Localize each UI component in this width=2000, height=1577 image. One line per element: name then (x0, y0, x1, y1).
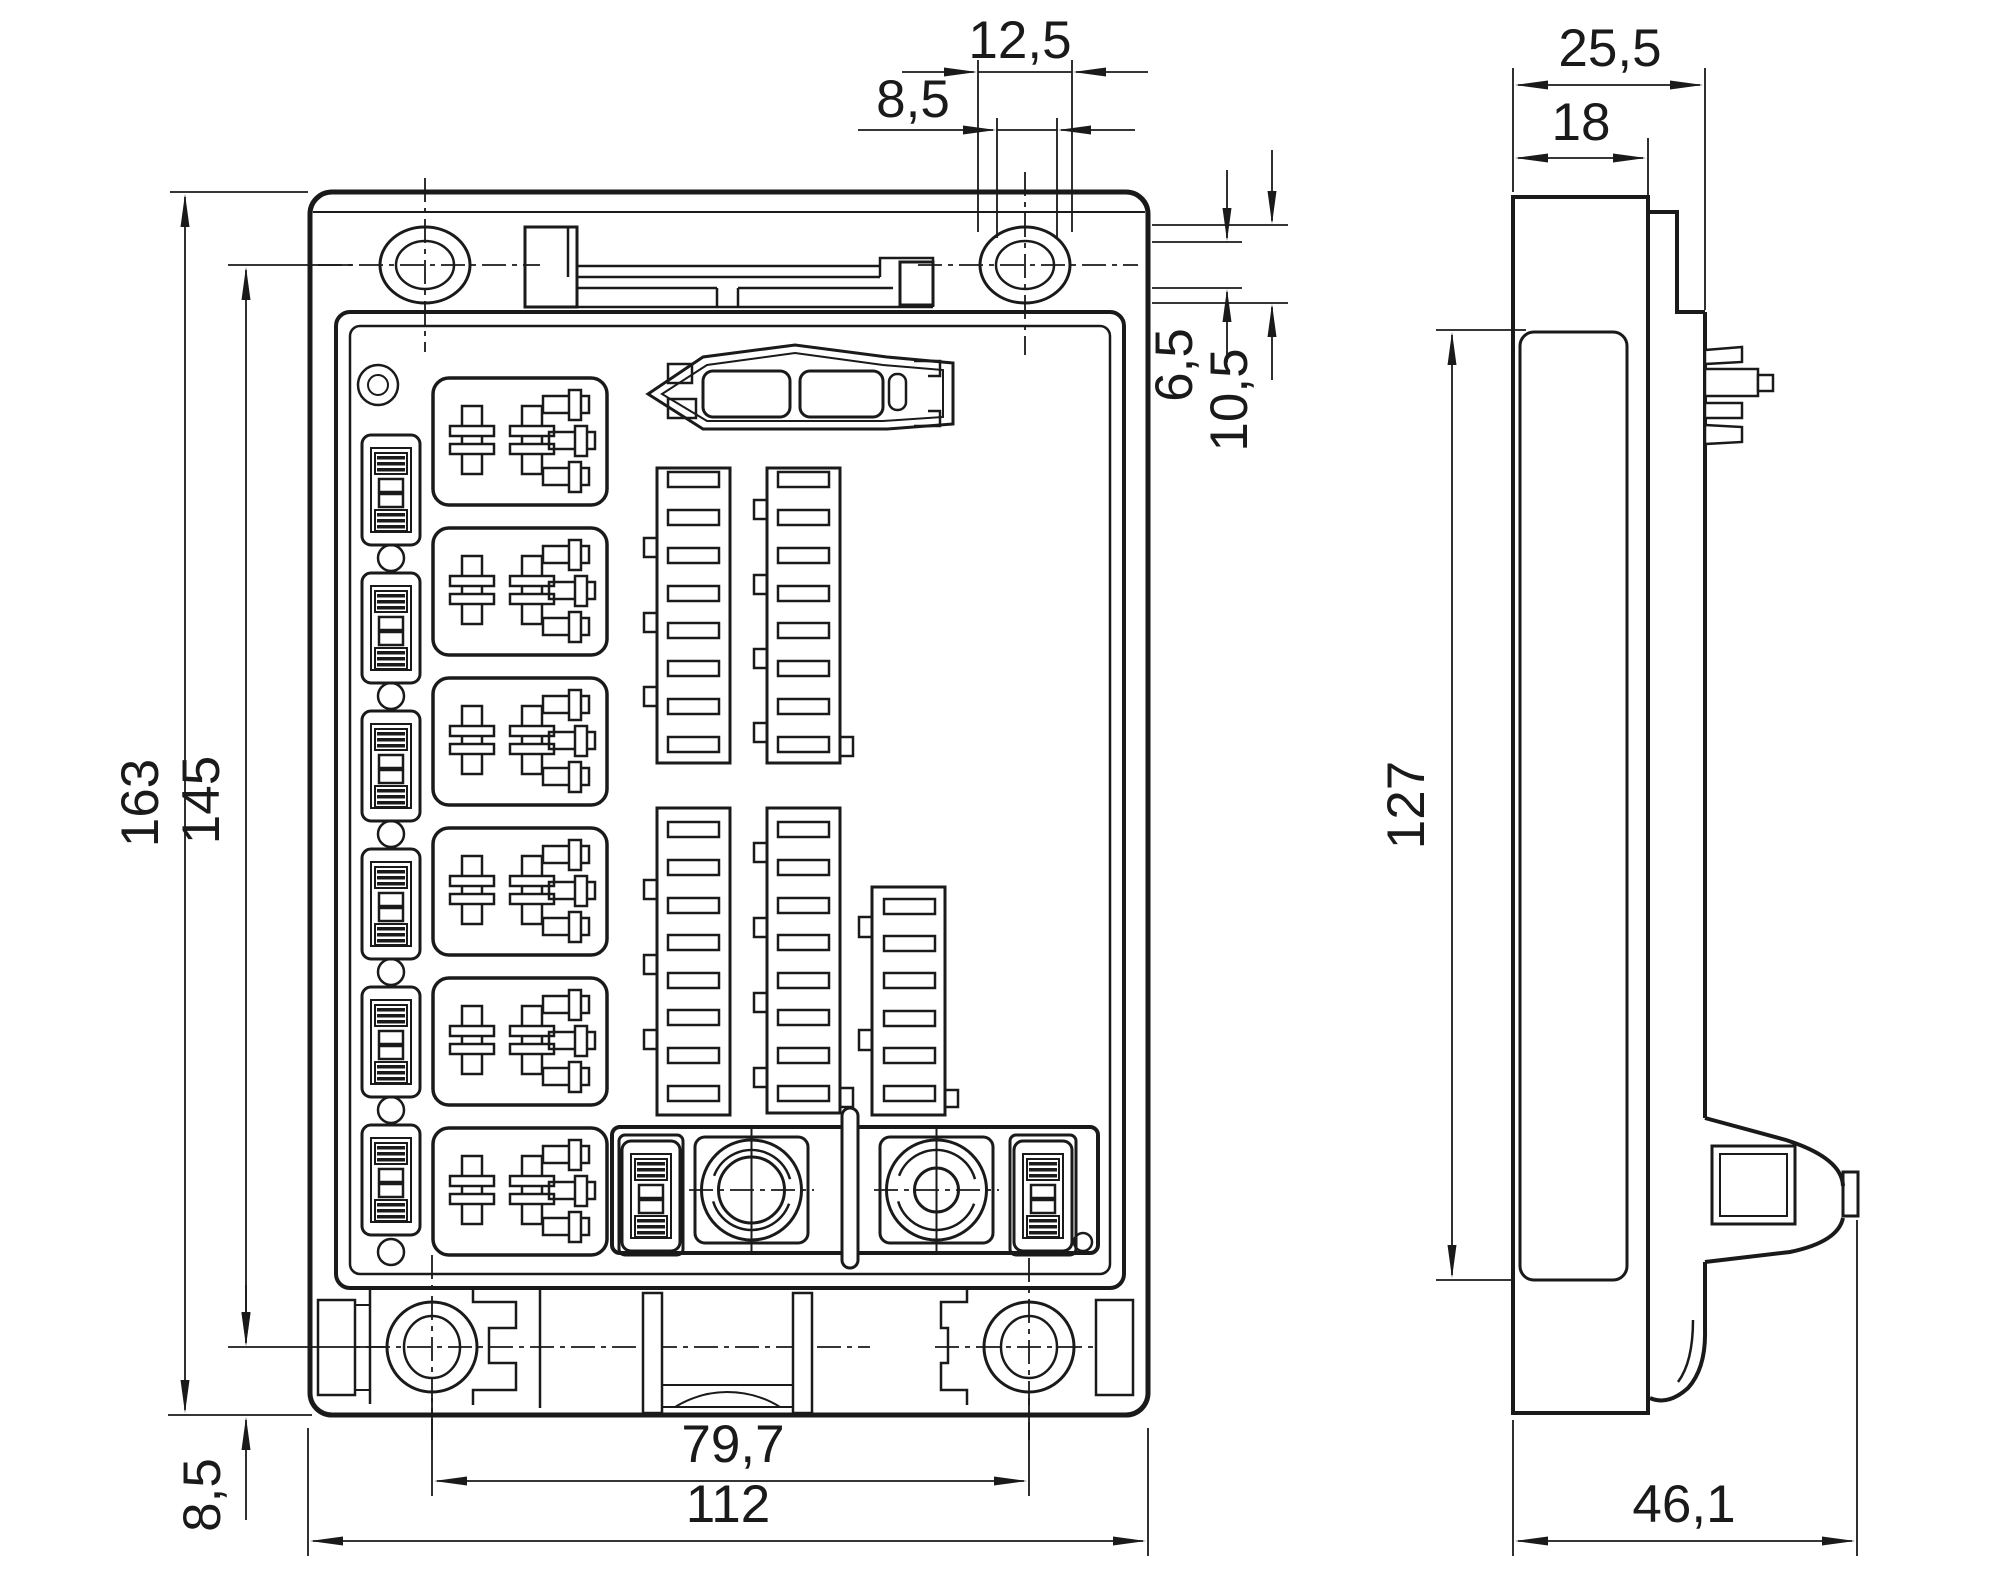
dim-label-79-7: 79,7 (681, 1415, 784, 1474)
dimension-annotations: 163 145 8,5 12,5 8,5 (111, 11, 1858, 1556)
dim-overall-depth: 46,1 (1512, 1220, 1858, 1556)
mounting-hole-top-left (318, 178, 540, 352)
blade-slot-column-lower-left (642, 806, 732, 1117)
dim-label-8-5-top: 8,5 (876, 70, 950, 129)
dim-overall-width: 112 (307, 1428, 1149, 1556)
dim-label-25-5: 25,5 (1558, 19, 1661, 78)
dim-label-10-5: 10,5 (1200, 348, 1259, 451)
bottom-mount-tabs (641, 1291, 814, 1415)
mounting-hole-bottom-left (325, 1255, 870, 1440)
relay-socket-column (431, 376, 609, 1257)
dim-panel-height: 127 (1377, 329, 1526, 1281)
dim-hole-pitch-vertical: 145 (172, 264, 385, 1348)
dim-slot-inner-width: 8,5 (858, 70, 1135, 238)
bracket-bottom-right (939, 1287, 1135, 1405)
dim-label-8-5-bottom: 8,5 (173, 1458, 232, 1532)
mini-fuse-column (360, 433, 422, 1267)
dim-label-12-5: 12,5 (968, 11, 1071, 70)
maxi-fuse-holder (645, 343, 955, 431)
dim-label-46-1: 46,1 (1632, 1475, 1735, 1534)
dim-hole-to-bottom-edge: 8,5 (173, 1285, 251, 1532)
dim-label-112: 112 (686, 1475, 771, 1534)
terminal-strip (610, 1106, 1100, 1270)
index-ring (356, 363, 400, 407)
latch-hook (1649, 1262, 1708, 1403)
top-latch-rail (523, 225, 935, 309)
dim-label-145: 145 (172, 756, 231, 844)
front-view (307, 172, 1151, 1440)
blade-slot-column-lower-mid (752, 806, 855, 1115)
dim-top-edge-to-rail: 6,5 (1145, 170, 1242, 402)
dim-hole-pitch-horizontal: 79,7 (431, 1398, 1030, 1496)
screw-terminal-left (687, 1127, 816, 1253)
screw-terminal-right (872, 1127, 1001, 1253)
dim-overall-height: 163 (111, 191, 312, 1416)
dim-top-edge-to-panel: 10,5 (1152, 150, 1288, 452)
side-view (1511, 195, 1860, 1415)
blade-slot-column-lower-right (857, 885, 960, 1117)
wire-terminal-tabs (1703, 345, 1775, 446)
dim-label-163: 163 (111, 759, 170, 847)
strip-divider (840, 1106, 860, 1270)
dim-label-18: 18 (1552, 93, 1611, 152)
inner-panel (334, 310, 1126, 1290)
dim-slot-outer-width: 12,5 (902, 11, 1148, 232)
dim-top-depth: 25,5 (1512, 19, 1706, 310)
dim-flange-depth: 18 (1515, 93, 1649, 195)
connector-bump (1704, 1116, 1860, 1264)
blade-slot-column-upper-left (642, 466, 732, 765)
mounting-hole-top-right (918, 172, 1138, 355)
blade-slot-column-upper-right (752, 466, 855, 765)
dim-label-6-5: 6,5 (1145, 328, 1204, 402)
dim-label-127: 127 (1377, 761, 1436, 849)
